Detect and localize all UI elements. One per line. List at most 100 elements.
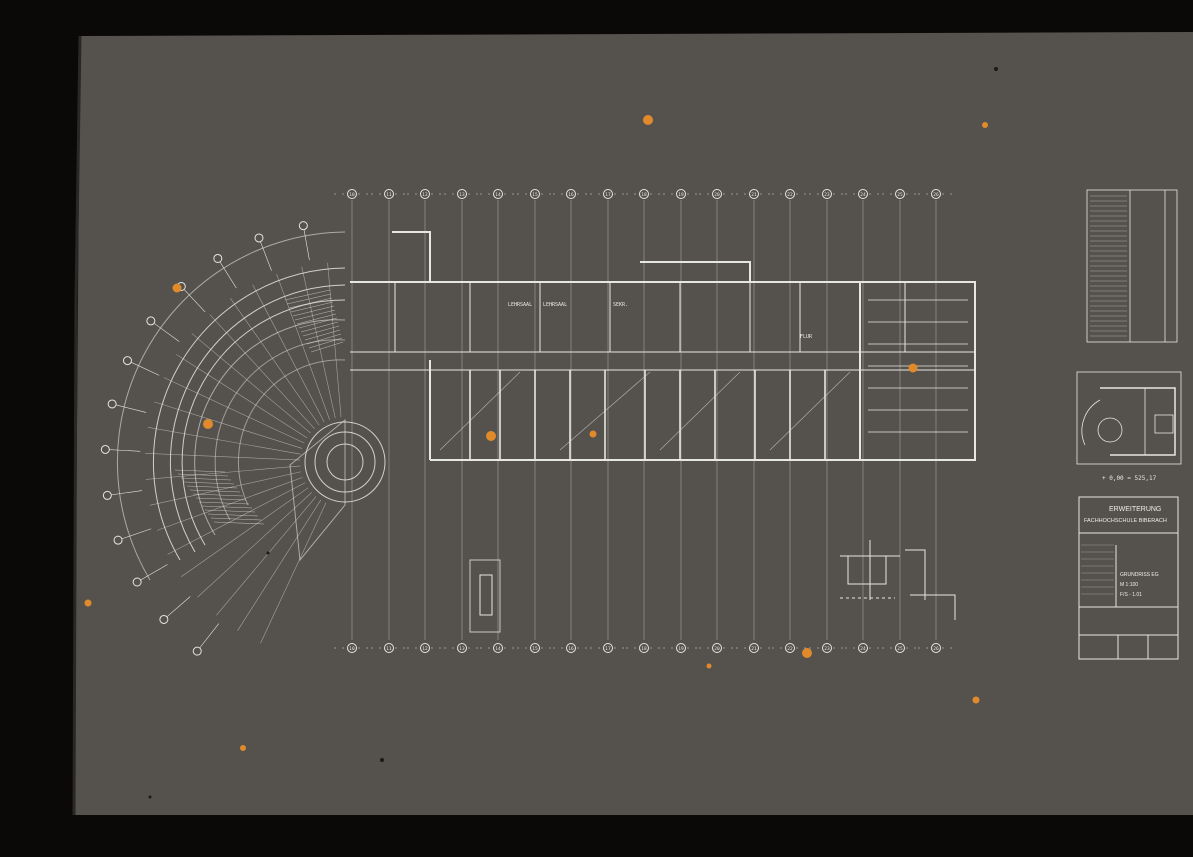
radial-line [191,333,311,434]
stair-tread [292,305,335,317]
stair-tread [298,317,338,329]
axis-bubble [712,643,722,653]
axis-bubble [457,643,467,653]
axis-bubble [822,643,832,653]
stair-tread [198,501,250,505]
radial-line [145,452,301,461]
radial-line [163,377,305,444]
axis-bubble [785,643,795,653]
hatch-line [559,371,651,451]
stair-treads [174,289,344,525]
axis-bubble [603,643,613,653]
axis-label: 23 [824,646,830,652]
axis-bubble [858,643,868,653]
arc-bubble [102,490,112,500]
stair-tread [183,481,235,485]
arc-bubble [122,356,132,366]
axis-label: 14 [495,646,501,652]
axis-label: 17 [605,646,611,652]
title-block-rows [1081,544,1114,595]
site-minimap: + 0,00 = 525,17 [1076,371,1182,482]
axis-label: 15 [532,192,538,198]
arc-leader [112,403,147,413]
radial-line [260,502,327,644]
arc-bubble [113,535,123,545]
axis-bubble [639,189,649,199]
axis-bubble [895,643,905,653]
room-partitions [394,282,968,460]
stair-tread [296,313,337,325]
room-label-4: FLUR [800,334,813,340]
arc-bubble [132,577,142,587]
axis-bubble [749,189,759,199]
axis-label: 11 [386,192,392,198]
radial-line [230,297,320,426]
arc-leader [150,320,180,342]
hatch-line [439,371,521,451]
stair-tread [201,505,253,509]
axis-bubble [347,643,357,653]
stair-tread [204,509,256,513]
radial-line [154,401,303,449]
axis-label: 19 [678,192,684,198]
stair-tread [189,489,241,493]
axis-label: 23 [824,192,830,198]
arc-bubble [192,646,202,656]
stair-tread [304,329,341,341]
radial-line [327,262,342,418]
stair-tread [174,469,226,473]
arc-leader [217,258,237,289]
axis-bubble [712,189,722,199]
arc-bubble [213,253,223,263]
radial-line [156,477,303,531]
stair-tread [213,521,265,525]
stair-tread [300,321,339,333]
axis-label: 18 [641,192,647,198]
stair-tread [177,473,229,477]
room-label-2: LEHRSAAL [543,302,567,308]
axis-label: 26 [933,192,939,198]
hatch-line [769,371,851,451]
axis-bubble [420,189,430,199]
radial-line [167,482,306,555]
axis-bubble [931,643,941,653]
radial-line [197,492,313,598]
axis-bubble [530,189,540,199]
axis-markers-arc [100,221,310,656]
axis-label: 22 [787,646,793,652]
stair-tread [180,477,232,481]
arc-leader [303,225,310,261]
title-line-2: FACHHOCHSCHULE BIBERACH [1084,518,1167,524]
radial-line [216,496,317,616]
stair-tread [310,341,344,353]
radial-line [145,465,301,480]
section-detail [840,540,956,620]
arc-bubble [146,316,156,326]
axis-bubble [493,643,503,653]
axis-label: 11 [386,646,392,652]
radial-line [209,314,315,430]
rotunda-radial-lines [145,262,342,644]
arc-bubble [254,233,264,243]
stair-tread [306,333,342,345]
axis-bubble [530,643,540,653]
axis-bubble [676,189,686,199]
axis-label: 20 [714,192,720,198]
arc-leader [181,286,206,313]
stair-tread [207,513,259,517]
radial-line [180,487,309,577]
stair-tread [210,517,262,521]
radial-line [301,266,336,419]
axis-label: 21 [751,192,757,198]
axis-label: 25 [897,646,903,652]
axis-bubble [895,189,905,199]
axis-label: 13 [459,192,465,198]
stair-tread [302,325,340,337]
radial-line [252,284,325,423]
legend-rows [1090,195,1127,337]
stair-tread [294,309,336,321]
radial-line [149,471,302,506]
